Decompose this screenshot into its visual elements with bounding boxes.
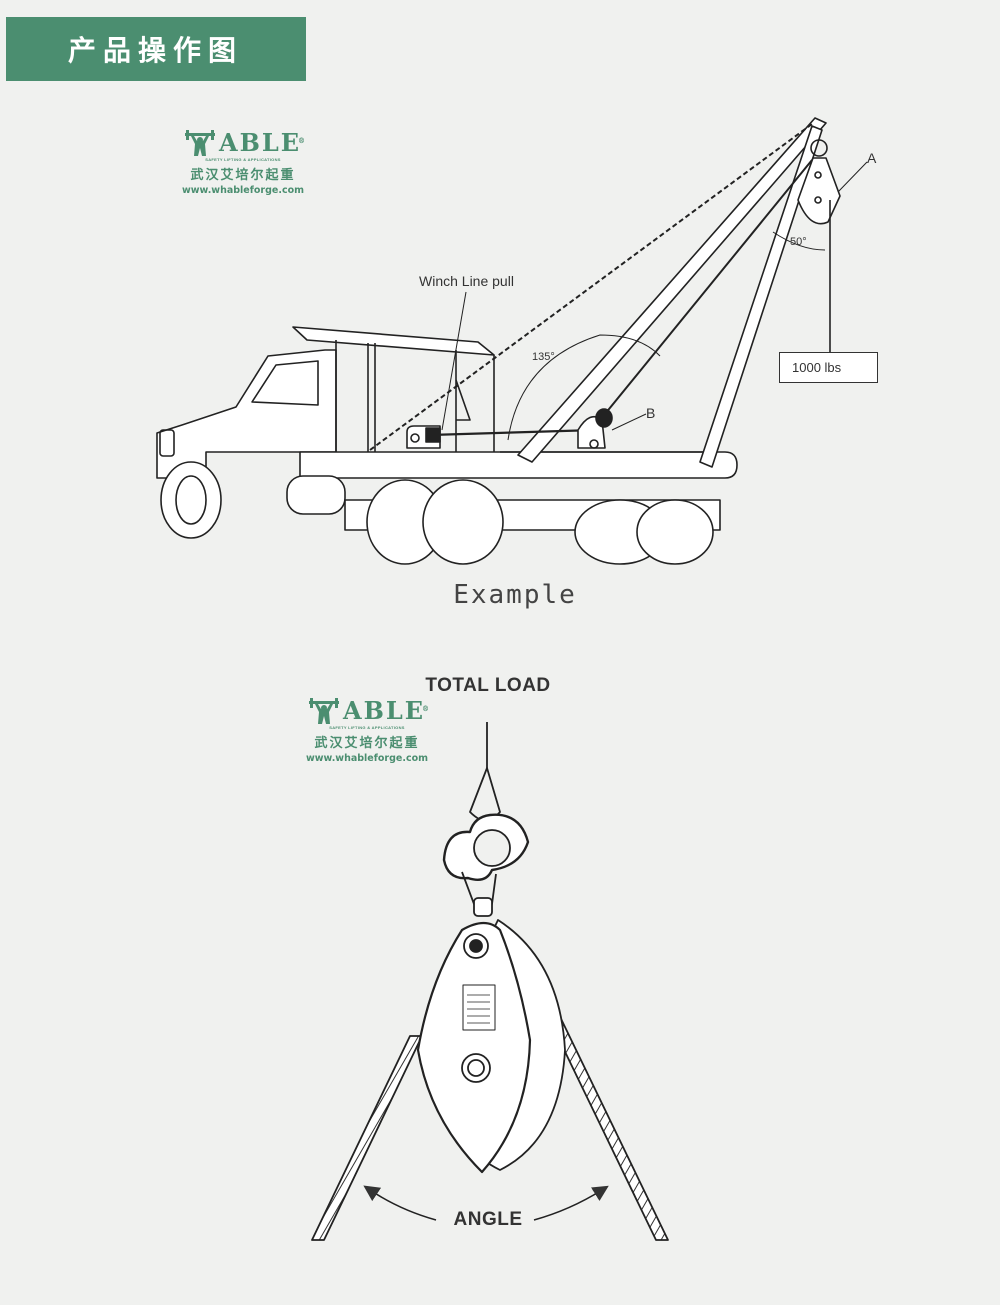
- total-load-label: TOTAL LOAD: [425, 675, 551, 696]
- truck-crane-diagram: [156, 117, 878, 565]
- company-logo: ABLE® SAFETY LIFTING & APPLICATIONS 武汉艾培…: [302, 698, 432, 764]
- strongman-icon: [184, 130, 215, 156]
- truck-cab: [156, 349, 337, 479]
- logo-brand: ABLE®: [302, 698, 432, 724]
- winch-drum-rear: [577, 408, 613, 449]
- winch-drum-front: [406, 425, 441, 449]
- angle-arc-50: [772, 231, 826, 251]
- support-chain: [369, 123, 813, 451]
- angle-arc-135: [507, 334, 661, 441]
- logo-company-cn: 武汉艾培尔起重: [314, 736, 420, 751]
- angle-135-label: 135°: [532, 351, 555, 363]
- winch-line: [429, 428, 597, 437]
- nameplate: [462, 984, 496, 1031]
- logo-url: www.whableforge.com: [305, 753, 429, 764]
- fuel-tank: [286, 475, 346, 515]
- winch-line-pull-label: Winch Line pull: [419, 273, 514, 289]
- logo-brand: ABLE®: [178, 130, 308, 156]
- logo-wordmark: ABLE®: [342, 696, 432, 725]
- load-weight-box: 1000 lbs: [779, 352, 878, 383]
- side-plate: [416, 921, 532, 1174]
- strongman-icon: [308, 698, 339, 724]
- logo-tagline: SAFETY LIFTING & APPLICATIONS: [329, 725, 405, 730]
- example-caption: Example: [453, 580, 577, 610]
- rear-wheel-2: [422, 479, 504, 565]
- center-bolt: [461, 1053, 491, 1083]
- logo-url: www.whableforge.com: [181, 185, 305, 196]
- angle-arrow-left: [363, 1185, 437, 1221]
- snatch-block-diagram: [311, 722, 669, 1241]
- section-title-banner: 产品操作图: [6, 17, 306, 81]
- cab-headlight: [159, 429, 175, 457]
- company-logo: ABLE® SAFETY LIFTING & APPLICATIONS 武汉艾培…: [178, 130, 308, 196]
- label-b: B: [646, 405, 656, 421]
- front-wheel: [160, 461, 222, 539]
- section-title: 产品操作图: [68, 34, 244, 67]
- angle-arrow-right: [533, 1185, 609, 1221]
- label-a: A: [867, 150, 877, 166]
- logo-tagline: SAFETY LIFTING & APPLICATIONS: [205, 157, 281, 162]
- gin-pole-rear: [699, 125, 823, 468]
- logo-company-cn: 武汉艾培尔起重: [190, 168, 296, 183]
- cab-window: [251, 360, 319, 406]
- angle-50-label: 50°: [790, 236, 807, 248]
- angle-label: ANGLE: [453, 1209, 523, 1230]
- gin-pole-front: [517, 117, 827, 463]
- logo-wordmark: ABLE®: [218, 128, 308, 157]
- truck-bed: [299, 451, 738, 479]
- load-weight-label: 1000 lbs: [792, 360, 842, 375]
- rope-left: [311, 1035, 423, 1241]
- rear-wheel-4: [636, 499, 714, 565]
